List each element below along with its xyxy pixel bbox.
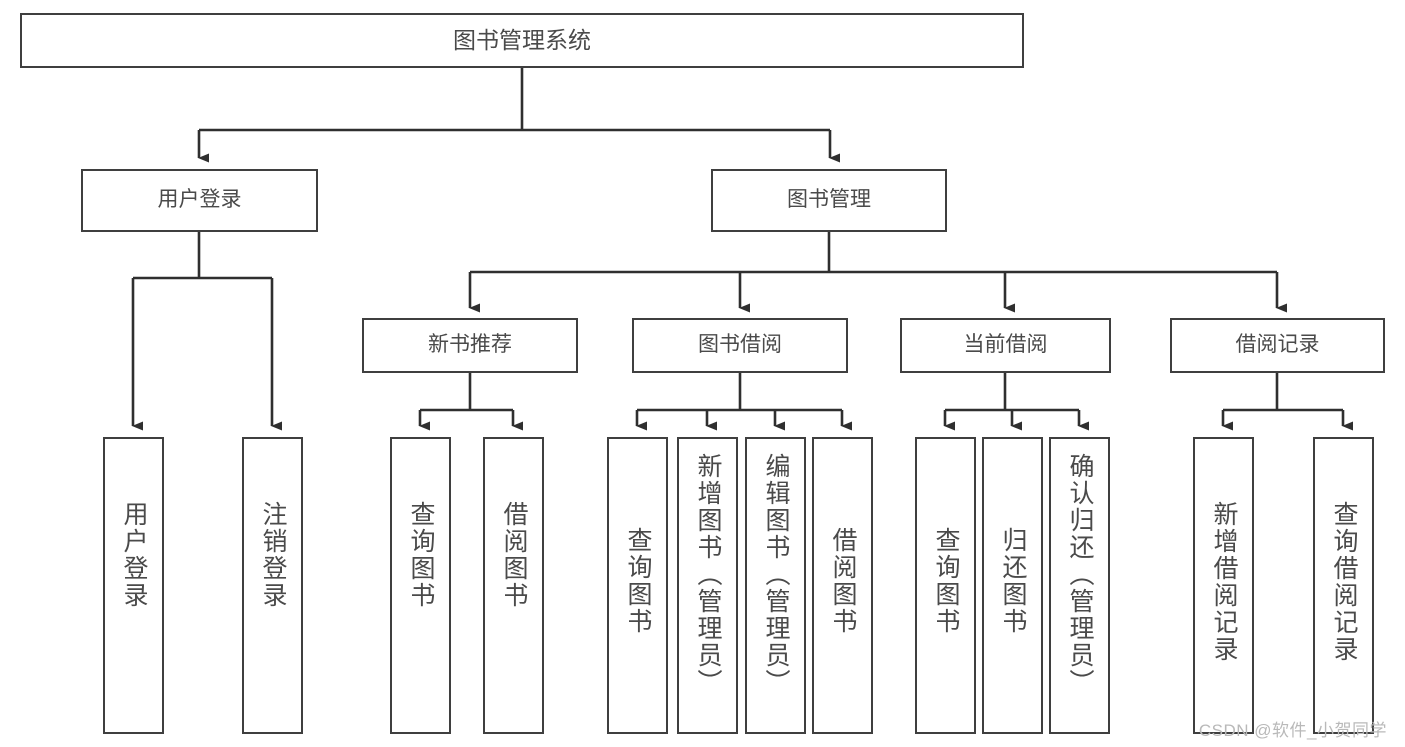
node-book-management-label: 图书管理 [787, 188, 871, 212]
node-current-borrow[interactable]: 当前借阅 [900, 318, 1111, 373]
node-leaf-query-book-2[interactable]: 查询图书 [607, 437, 668, 734]
node-leaf-query-book-1[interactable]: 查询图书 [390, 437, 451, 734]
node-leaf-return-book[interactable]: 归还图书 [982, 437, 1043, 734]
node-leaf-confirm-return[interactable]: 确认归还（管理员） [1049, 437, 1110, 734]
node-leaf-query-book-1-label: 查询图书 [407, 501, 435, 609]
node-leaf-confirm-return-label: 确认归还（管理员） [1066, 453, 1094, 696]
node-new-book-recommend-label: 新书推荐 [428, 333, 512, 357]
node-leaf-add-book-label: 新增图书（管理员） [694, 453, 722, 696]
node-borrow-record[interactable]: 借阅记录 [1170, 318, 1385, 373]
node-leaf-user-login[interactable]: 用户登录 [103, 437, 164, 734]
node-user-login[interactable]: 用户登录 [81, 169, 318, 232]
node-leaf-query-book-3[interactable]: 查询图书 [915, 437, 976, 734]
node-book-management[interactable]: 图书管理 [711, 169, 947, 232]
node-leaf-query-record-label: 查询借阅记录 [1330, 501, 1358, 663]
node-leaf-borrow-book-1-label: 借阅图书 [500, 501, 528, 609]
node-leaf-edit-book-label: 编辑图书（管理员） [762, 453, 790, 696]
node-leaf-return-book-label: 归还图书 [999, 527, 1027, 635]
node-book-borrow[interactable]: 图书借阅 [632, 318, 848, 373]
node-new-book-recommend[interactable]: 新书推荐 [362, 318, 578, 373]
node-root[interactable]: 图书管理系统 [20, 13, 1024, 68]
node-leaf-borrow-book-1[interactable]: 借阅图书 [483, 437, 544, 734]
watermark: CSDN @软件_小贺同学 [1198, 721, 1387, 740]
node-leaf-borrow-book-2-label: 借阅图书 [829, 527, 857, 635]
node-leaf-user-login-label: 用户登录 [120, 501, 148, 609]
node-current-borrow-label: 当前借阅 [963, 333, 1048, 357]
node-leaf-query-book-2-label: 查询图书 [624, 527, 652, 635]
node-leaf-query-record[interactable]: 查询借阅记录 [1313, 437, 1374, 734]
node-leaf-add-record-label: 新增借阅记录 [1210, 501, 1238, 663]
node-user-login-label: 用户登录 [157, 188, 242, 212]
node-leaf-logout[interactable]: 注销登录 [242, 437, 303, 734]
node-book-borrow-label: 图书借阅 [698, 333, 782, 357]
node-leaf-borrow-book-2[interactable]: 借阅图书 [812, 437, 873, 734]
node-leaf-query-book-3-label: 查询图书 [932, 527, 960, 635]
node-leaf-edit-book[interactable]: 编辑图书（管理员） [745, 437, 806, 734]
node-leaf-add-book[interactable]: 新增图书（管理员） [677, 437, 738, 734]
node-leaf-add-record[interactable]: 新增借阅记录 [1193, 437, 1254, 734]
node-borrow-record-label: 借阅记录 [1235, 333, 1320, 357]
node-root-label: 图书管理系统 [453, 26, 591, 53]
node-leaf-logout-label: 注销登录 [259, 501, 287, 609]
